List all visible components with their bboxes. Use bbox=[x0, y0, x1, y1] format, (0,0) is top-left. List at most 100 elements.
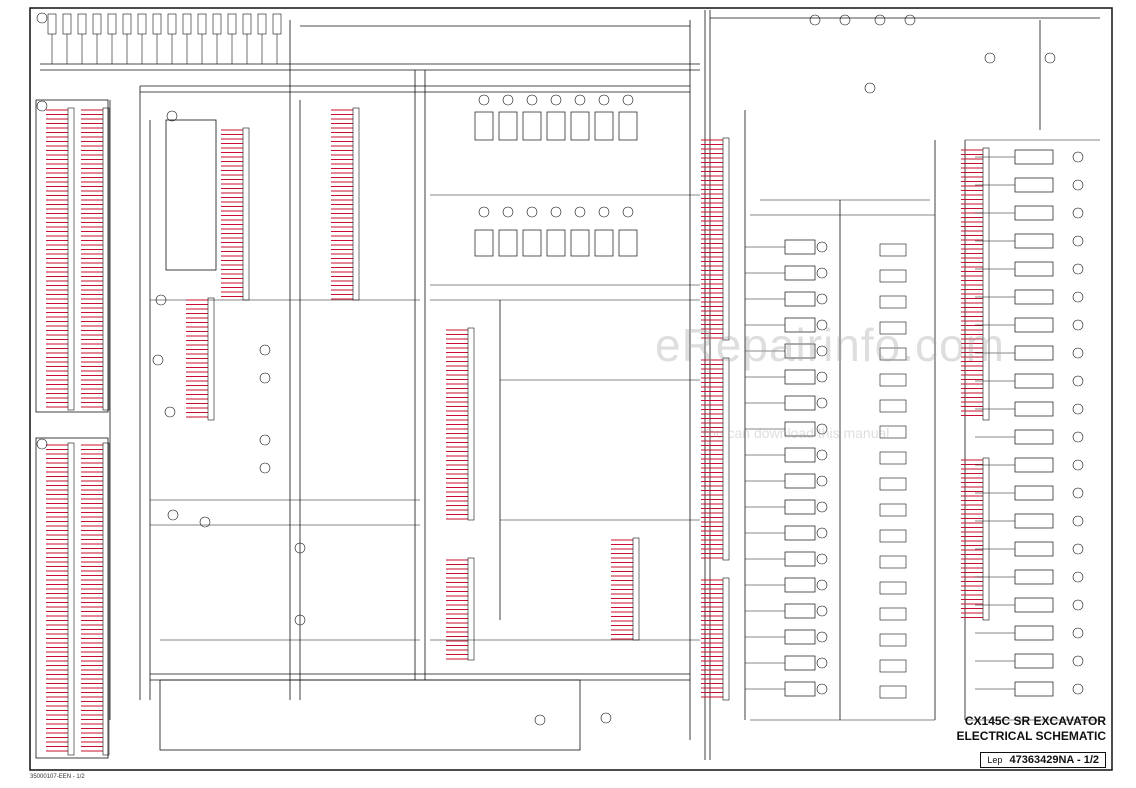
solenoid bbox=[1014, 345, 1054, 361]
connector-body bbox=[67, 442, 75, 756]
relay-tag bbox=[598, 94, 610, 106]
relay-tag bbox=[550, 206, 562, 218]
fuse bbox=[152, 13, 162, 35]
connector-body bbox=[102, 107, 110, 411]
device-tag bbox=[1072, 291, 1084, 303]
component-tag bbox=[864, 82, 876, 94]
switch-tag bbox=[816, 345, 828, 357]
relay bbox=[546, 111, 566, 141]
component-tag bbox=[600, 712, 612, 724]
relay bbox=[498, 229, 518, 257]
component-tag bbox=[874, 14, 886, 26]
connector-body bbox=[352, 107, 360, 301]
sensor-block bbox=[879, 659, 907, 673]
component-tag bbox=[259, 372, 271, 384]
relay-tag bbox=[574, 94, 586, 106]
fuse bbox=[167, 13, 177, 35]
solenoid bbox=[1014, 429, 1054, 445]
connector-body bbox=[242, 127, 250, 301]
device-tag bbox=[1072, 683, 1084, 695]
sensor-block bbox=[879, 503, 907, 517]
switch-tag bbox=[816, 579, 828, 591]
device-tag bbox=[1072, 459, 1084, 471]
sensor-block bbox=[879, 295, 907, 309]
relay bbox=[522, 111, 542, 141]
component-tag bbox=[904, 14, 916, 26]
relay bbox=[474, 229, 494, 257]
fuse bbox=[107, 13, 117, 35]
connector-body bbox=[467, 327, 475, 521]
solenoid bbox=[1014, 569, 1054, 585]
switch-tag bbox=[816, 683, 828, 695]
sensor-block bbox=[879, 529, 907, 543]
sensor-block bbox=[879, 269, 907, 283]
sensor-block bbox=[879, 243, 907, 257]
solenoid bbox=[1014, 149, 1054, 165]
sensor-block bbox=[879, 425, 907, 439]
device-tag bbox=[1072, 207, 1084, 219]
relay-tag bbox=[550, 94, 562, 106]
switch-block bbox=[784, 317, 816, 333]
switch-block bbox=[784, 291, 816, 307]
switch-tag bbox=[816, 267, 828, 279]
fuse bbox=[77, 13, 87, 35]
switch-tag bbox=[816, 423, 828, 435]
title-description: ELECTRICAL SCHEMATIC bbox=[956, 729, 1106, 743]
fuse bbox=[242, 13, 252, 35]
switch-block bbox=[784, 421, 816, 437]
device-tag bbox=[1072, 347, 1084, 359]
switch-block bbox=[784, 577, 816, 593]
connector-body bbox=[102, 442, 110, 756]
switch-block bbox=[784, 499, 816, 515]
switch-tag bbox=[816, 397, 828, 409]
switch-tag bbox=[816, 631, 828, 643]
sensor-block bbox=[879, 633, 907, 647]
relay bbox=[522, 229, 542, 257]
component-tags bbox=[36, 12, 1056, 726]
component-tag bbox=[259, 462, 271, 474]
component-tag bbox=[36, 438, 48, 450]
switch-tag bbox=[816, 605, 828, 617]
relay bbox=[594, 229, 614, 257]
solenoid bbox=[1014, 541, 1054, 557]
relay-tag bbox=[574, 206, 586, 218]
module-a10-outline bbox=[35, 437, 109, 759]
switch-block bbox=[784, 473, 816, 489]
title-model: CX145C SR EXCAVATOR bbox=[964, 714, 1106, 728]
component-tag bbox=[259, 434, 271, 446]
switch-tag bbox=[816, 553, 828, 565]
title-block: CX145C SR EXCAVATOR ELECTRICAL SCHEMATIC bbox=[946, 714, 1106, 744]
relay-tag bbox=[622, 206, 634, 218]
relay bbox=[618, 111, 638, 141]
switch-tag bbox=[816, 319, 828, 331]
document-code: 35000107-EEN - 1/2 bbox=[30, 774, 85, 780]
mid-device-array bbox=[745, 239, 907, 699]
fuse bbox=[47, 13, 57, 35]
solenoid bbox=[1014, 681, 1054, 697]
switch-block bbox=[784, 655, 816, 671]
connector-body bbox=[632, 537, 640, 641]
component-tag bbox=[152, 354, 164, 366]
component-tag bbox=[809, 14, 821, 26]
sensor-block bbox=[879, 685, 907, 699]
solenoid bbox=[1014, 485, 1054, 501]
component-tag bbox=[36, 12, 48, 24]
relay-tag bbox=[622, 94, 634, 106]
connector-body bbox=[982, 147, 990, 421]
component-tag bbox=[164, 406, 176, 418]
fuse-row bbox=[47, 13, 282, 64]
relay bbox=[570, 229, 590, 257]
sensor-block bbox=[879, 477, 907, 491]
fuse bbox=[227, 13, 237, 35]
relay-tag bbox=[478, 206, 490, 218]
connector-body bbox=[982, 457, 990, 621]
device-tag bbox=[1072, 319, 1084, 331]
fuse bbox=[137, 13, 147, 35]
relay-tag bbox=[598, 206, 610, 218]
switch-tag bbox=[816, 657, 828, 669]
device-tag bbox=[1072, 627, 1084, 639]
connector-body bbox=[722, 577, 730, 701]
device-tag bbox=[1072, 403, 1084, 415]
solenoid bbox=[1014, 233, 1054, 249]
